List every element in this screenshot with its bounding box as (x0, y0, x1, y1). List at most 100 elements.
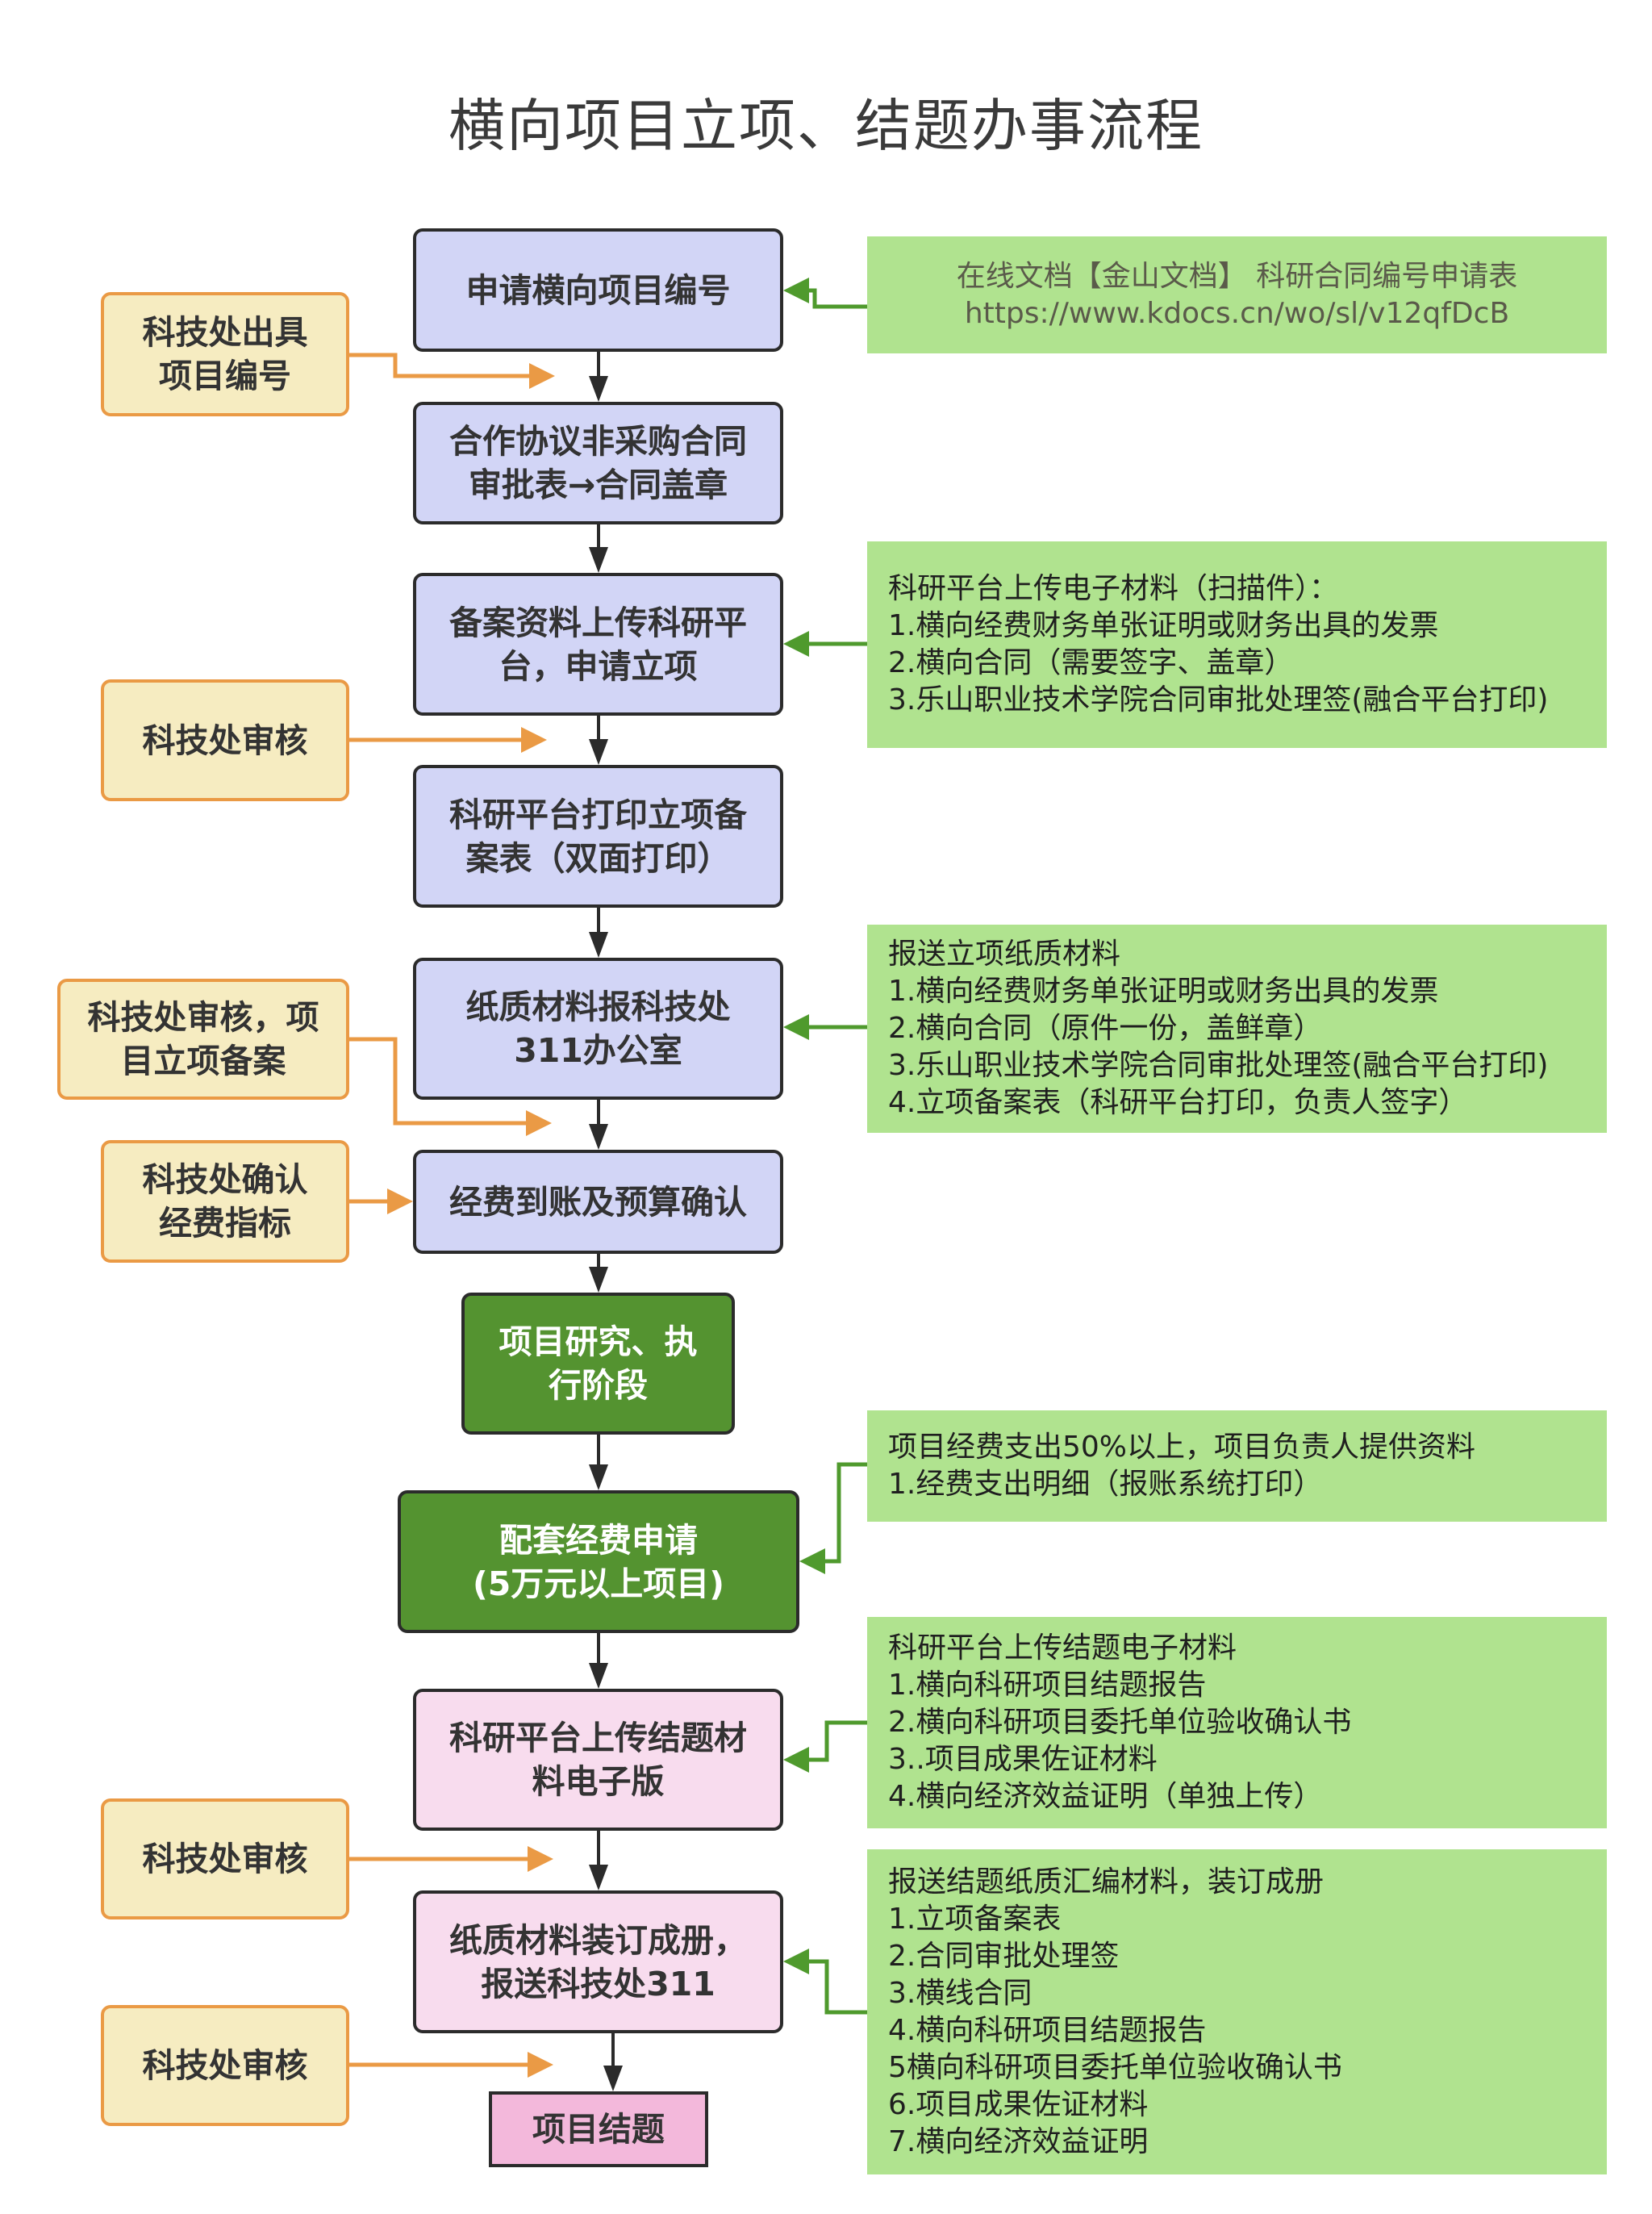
note-line: 科研平台上传结题电子材料 (888, 1631, 1237, 1665)
step-submit-paper[interactable]: 纸质材料报科技处 311办公室 (413, 958, 783, 1100)
office-arrow-head (521, 727, 547, 753)
note-arrow-head (783, 631, 809, 657)
office-line: 科技处审核，项 (87, 998, 319, 1037)
note-arrow-line (807, 288, 867, 309)
note-line: 5横向科研项目委托单位验收确认书 (888, 2050, 1342, 2084)
note-line: 科研平台上传电子材料（扫描件）： (888, 572, 1339, 605)
office-arrow-head (528, 2052, 553, 2078)
flow-arrow-head (589, 1267, 608, 1293)
office-line: 科技处出具 (142, 313, 308, 352)
note-arrow-head (783, 1949, 809, 1974)
flow-arrow-head (589, 547, 608, 573)
step-line: 合作协议非采购合同 (449, 422, 747, 461)
step-line: 纸质材料装订成册， (449, 1920, 747, 1960)
step-line: 备案资料上传科研平 (449, 603, 747, 642)
note-line: 1.立项备案表 (888, 1902, 1062, 1936)
step-line: 科研平台打印立项备 (449, 795, 747, 834)
office-review-filing[interactable]: 科技处审核，项目立项备案 (57, 979, 349, 1100)
step-upload-closing[interactable]: 科研平台上传结题材料电子版 (413, 1689, 783, 1831)
office-arrow-head (528, 1846, 553, 1872)
step-line: 台，申请立项 (499, 646, 698, 686)
flow-arrow-head (589, 1865, 608, 1890)
note-matching-funds: 项目经费支出50%以上，项目负责人提供资料 1.经费支出明细（报账系统打印） (867, 1410, 1607, 1522)
office-review-2[interactable]: 科技处审核 (101, 1798, 349, 1919)
step-line: 审批表→合同盖章 (468, 466, 728, 504)
note-line: 7.横向经济效益证明 (888, 2124, 1149, 2158)
note-online-form: 在线文档【金山文档】 科研合同编号申请表 https://www.kdocs.c… (867, 236, 1607, 353)
step-line: 经费到账及预算确认 (449, 1182, 747, 1222)
note-arrow-line (807, 1720, 867, 1762)
note-line: 6.项目成果佐证材料 (888, 2087, 1149, 2121)
note-closing-paper: 报送结题纸质汇编材料，装订成册 1.立项备案表 2.合同审批处理签 3.横线合同… (867, 1849, 1607, 2174)
office-arrow-head (526, 1110, 552, 1136)
flow-arrow-head (589, 1464, 608, 1490)
office-line: 科技处确认 (142, 1160, 308, 1199)
note-line: 4.横向科研项目结题报告 (888, 2013, 1207, 2047)
step-line: 案表（双面打印） (465, 838, 731, 878)
note-line: 报送结题纸质汇编材料，装订成册 (888, 1865, 1325, 1899)
note-line: 3..项目成果佐证材料 (888, 1743, 1158, 1776)
flow-arrow-head (603, 2066, 623, 2091)
office-confirm-funds[interactable]: 科技处确认经费指标 (101, 1140, 349, 1263)
note-line: 4.立项备案表（科研平台打印，负责人签字） (888, 1086, 1468, 1119)
step-project-closed[interactable]: 项目结题 (489, 2091, 708, 2167)
office-issue-number[interactable]: 科技处出具项目编号 (101, 292, 349, 416)
step-line: 报送科技处311 (481, 1964, 715, 2003)
office-line: 科技处审核 (142, 721, 308, 760)
office-line: 项目编号 (159, 357, 291, 395)
step-bind-submit[interactable]: 纸质材料装订成册， 报送科技处311 (413, 1890, 783, 2033)
step-contract-approval[interactable]: 合作协议非采购合同审批表→合同盖章 (413, 402, 783, 524)
step-line: 纸质材料报科技处 (465, 988, 731, 1026)
step-line: 项目结题 (532, 2110, 665, 2149)
office-arrow-head (387, 1188, 413, 1214)
step-line: 项目研究、执 (499, 1322, 698, 1361)
office-line: 经费指标 (159, 1204, 291, 1243)
step-line: 311办公室 (514, 1031, 682, 1070)
office-review-1[interactable]: 科技处审核 (101, 679, 349, 801)
step-line: 科研平台上传结题材 (449, 1719, 747, 1757)
office-review-3[interactable]: 科技处审核 (101, 2005, 349, 2126)
step-line: (5万元以上项目) (472, 1564, 724, 1603)
note-upload-materials: 科研平台上传电子材料（扫描件）： 1.横向经费财务单张证明或财务出具的发票 2.… (867, 541, 1607, 748)
office-arrow-line (349, 1037, 528, 1126)
note-arrow-line (807, 1959, 867, 2015)
step-apply-project-number[interactable]: 申请横向项目编号 (413, 228, 783, 352)
flow-arrow-head (589, 932, 608, 958)
flow-arrow-head (589, 1124, 608, 1150)
step-funds-budget[interactable]: 经费到账及预算确认 (413, 1150, 783, 1254)
note-line: 1.横向科研项目结题报告 (888, 1669, 1207, 1702)
note-line: 在线文档【金山文档】 科研合同编号申请表 (956, 259, 1518, 293)
note-line: 2.横向合同（原件一份，盖鲜章） (888, 1012, 1323, 1045)
office-arrow-line (349, 353, 531, 378)
step-print-filing-form[interactable]: 科研平台打印立项备案表（双面打印） (413, 765, 783, 908)
step-line: 配套经费申请 (499, 1520, 698, 1560)
step-line: 料电子版 (532, 1762, 665, 1801)
note-line: 4.横向经济效益证明（单独上传） (888, 1780, 1323, 1813)
page-title: 横向项目立项、结题办事流程 (448, 93, 1204, 159)
note-line: 3.乐山职业技术学院合同审批处理签(融合平台打印) (888, 1049, 1549, 1082)
note-paper-materials: 报送立项纸质材料 1.横向经费财务单张证明或财务出具的发票 2.横向合同（原件一… (867, 925, 1607, 1133)
office-line: 科技处审核 (142, 1840, 308, 1878)
step-line: 申请横向项目编号 (465, 270, 731, 310)
note-arrow-head (783, 1747, 809, 1773)
note-line: 1.经费支出明细（报账系统打印） (888, 1468, 1323, 1501)
note-line: 3.乐山职业技术学院合同审批处理签(融合平台打印) (888, 683, 1549, 716)
office-line: 目立项备案 (120, 1042, 286, 1080)
flow-arrow-head (589, 1663, 608, 1689)
note-arrow-head (799, 1548, 825, 1574)
office-arrow-head (529, 363, 555, 389)
note-line: 1.横向经费财务单张证明或财务出具的发票 (888, 609, 1439, 642)
flow-arrow-head (589, 376, 608, 402)
step-research-execution[interactable]: 项目研究、执行阶段 (461, 1293, 735, 1435)
note-line: 1.横向经费财务单张证明或财务出具的发票 (888, 975, 1439, 1008)
note-line: 2.横向合同（需要签字、盖章） (888, 646, 1294, 679)
flow-arrow-head (589, 739, 608, 765)
note-arrow-line (824, 1462, 867, 1564)
step-upload-filing[interactable]: 备案资料上传科研平台，申请立项 (413, 573, 783, 716)
note-link[interactable]: https://www.kdocs.cn/wo/sl/v12qfDcB (964, 296, 1510, 330)
note-line: 2.合同审批处理签 (888, 1939, 1120, 1973)
office-line: 科技处审核 (142, 2046, 308, 2085)
step-matching-funds[interactable]: 配套经费申请 (5万元以上项目) (398, 1490, 799, 1633)
note-line: 项目经费支出50%以上，项目负责人提供资料 (888, 1431, 1476, 1464)
